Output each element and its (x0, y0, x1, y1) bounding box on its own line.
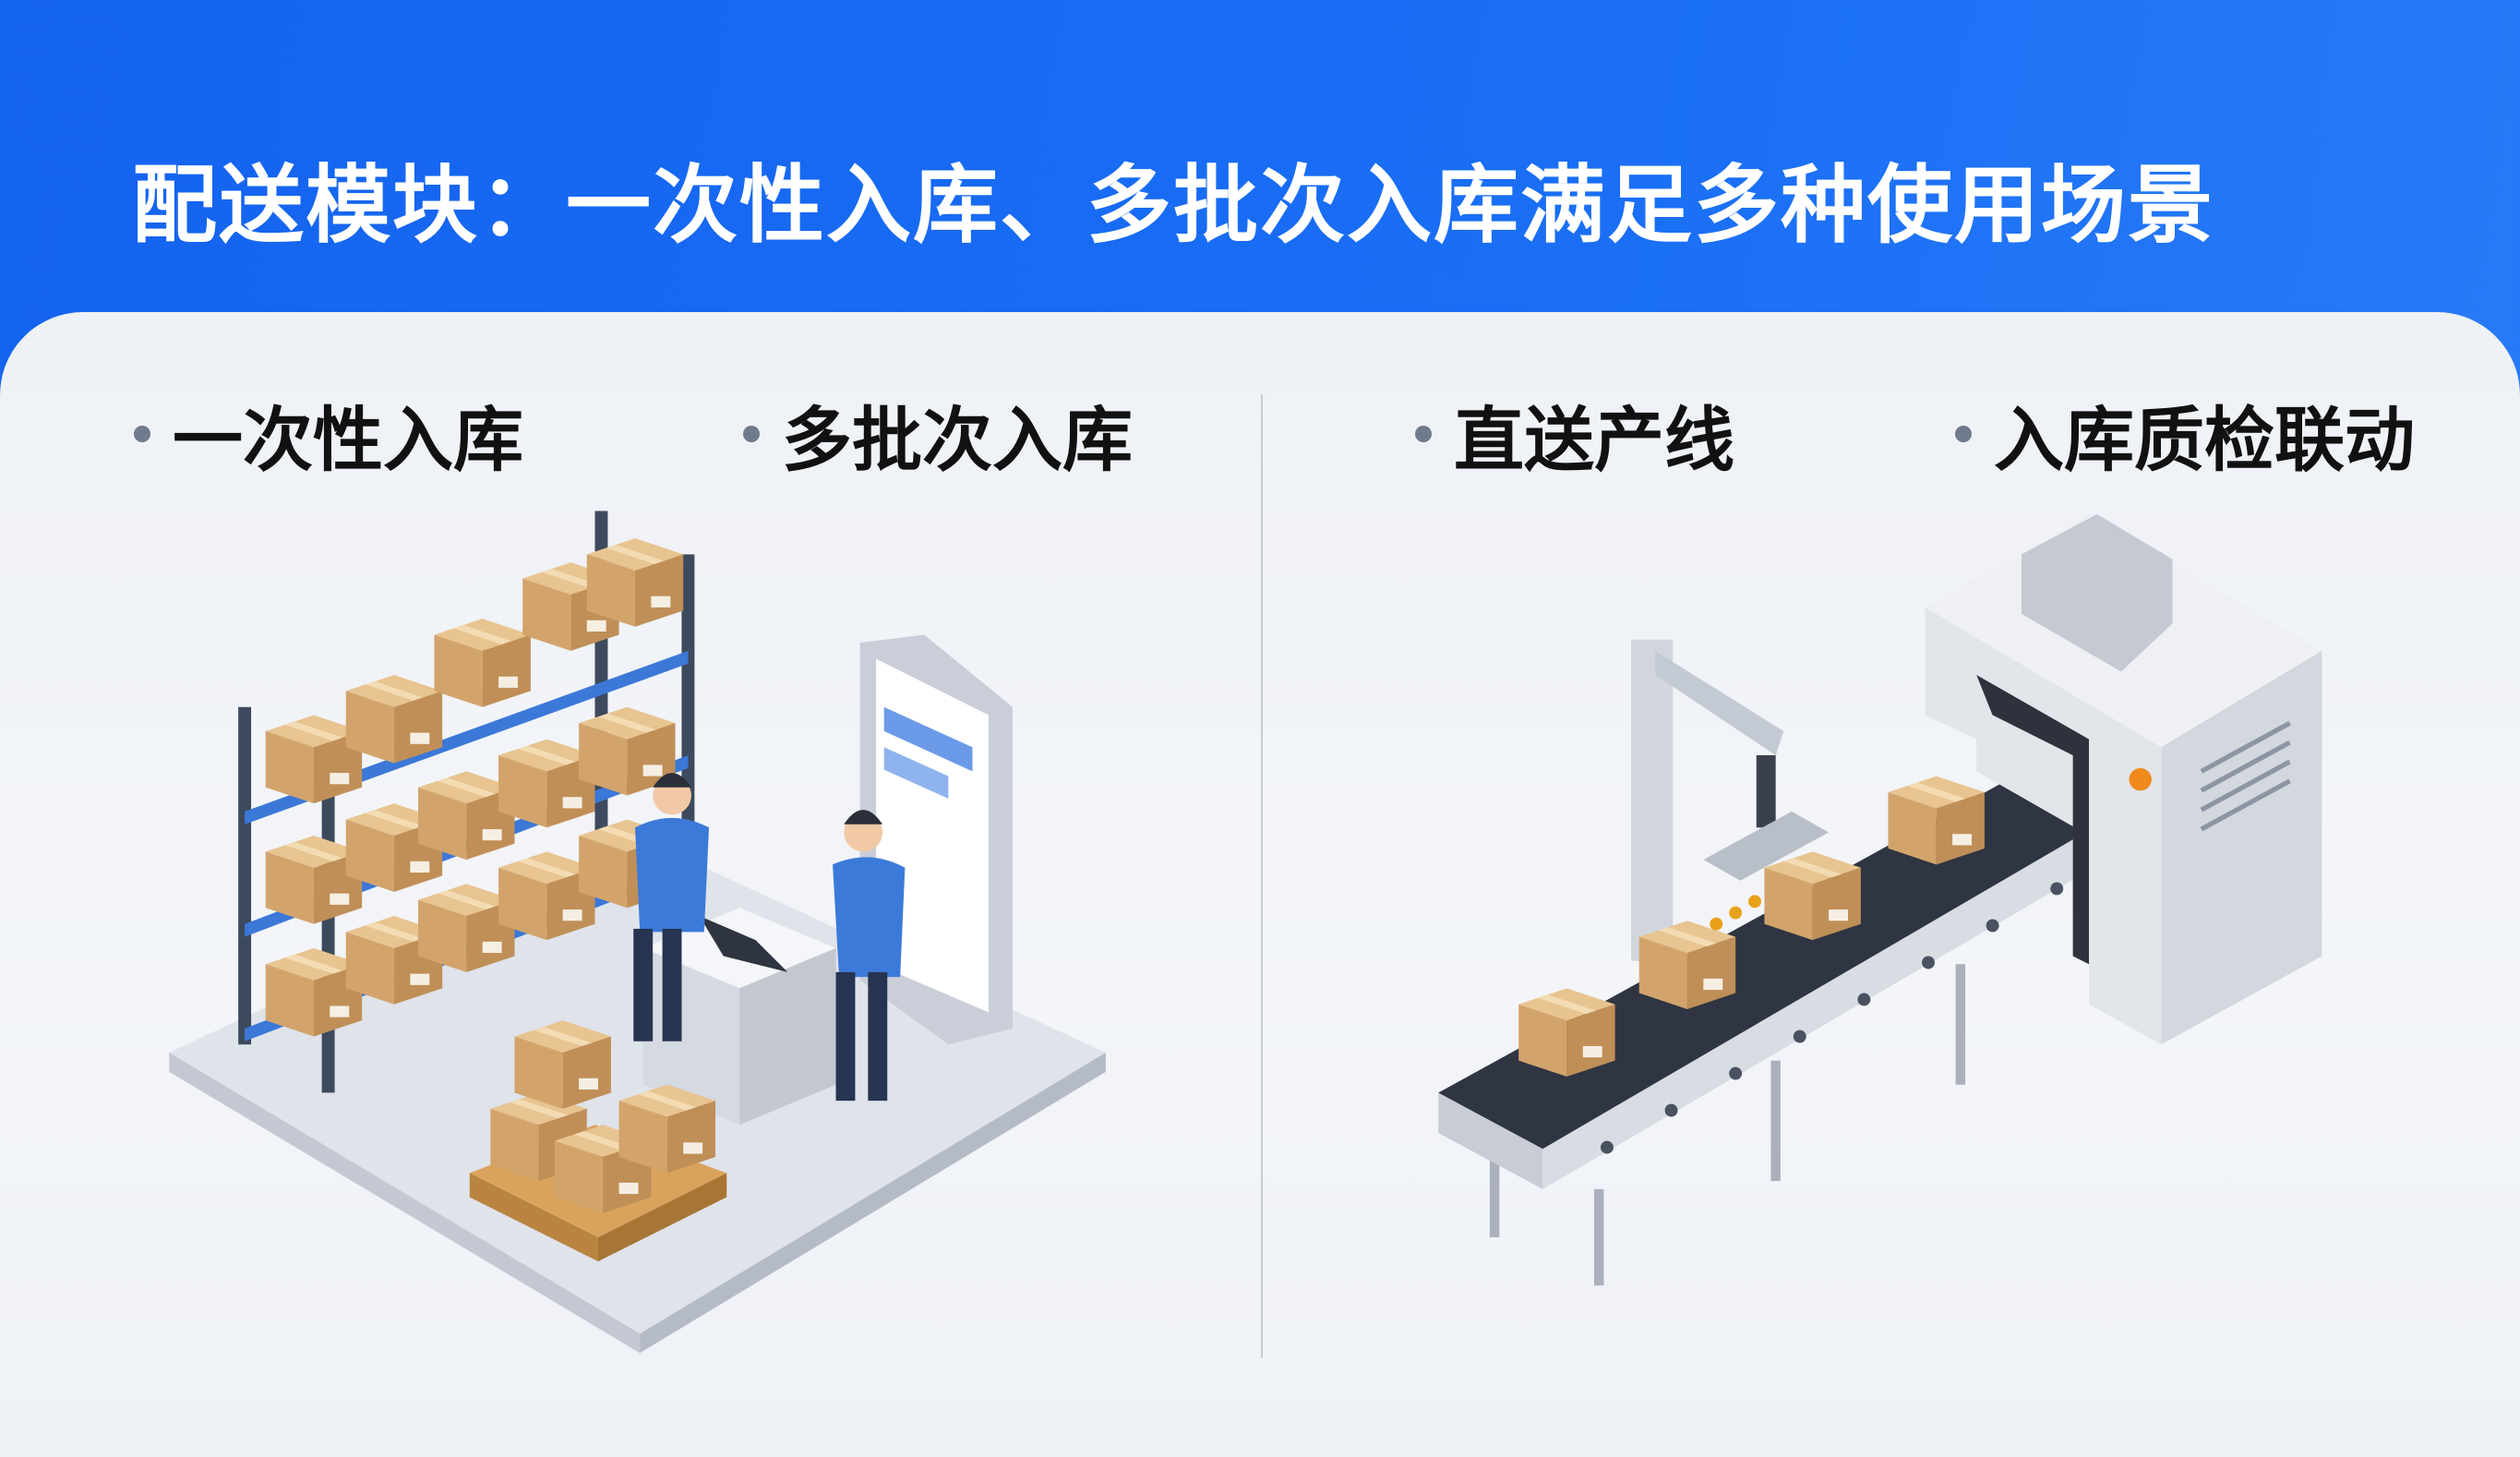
laptop-icon (699, 916, 788, 972)
bullet-multi-batch-inbound: 多批次入库 (743, 383, 1133, 485)
column-divider (1261, 394, 1263, 1358)
bullet-label: 入库质检联动 (1994, 399, 2415, 481)
warehouse-illustration (169, 511, 1106, 1354)
bullet-direct-to-line: 直送产线 (1415, 383, 1734, 485)
shelf-rack (238, 511, 695, 1093)
illustrations (169, 511, 2322, 1354)
bullet-inbound-qc-linkage: 入库质检联动 (1955, 383, 2415, 485)
staff-figures (633, 773, 906, 1102)
bullet-dot-icon (743, 426, 760, 442)
conveyor-illustration (1438, 513, 2322, 1286)
slide-title: 配送模块：一次性入库、多批次入库满足多种使用场景 (132, 156, 2215, 255)
bullet-dot-icon (134, 426, 150, 442)
bullet-label: 直送产线 (1454, 399, 1734, 481)
inspection-machine (1925, 513, 2322, 1045)
bullet-label: 一次性入库 (173, 399, 523, 481)
bullet-one-time-inbound: 一次性入库 (134, 383, 523, 485)
bullet-dot-icon (1955, 426, 1972, 442)
status-light-icon (2129, 767, 2152, 791)
bullet-dot-icon (1415, 426, 1432, 442)
bullet-label: 多批次入库 (782, 399, 1133, 481)
robot-arm (1631, 639, 1830, 961)
